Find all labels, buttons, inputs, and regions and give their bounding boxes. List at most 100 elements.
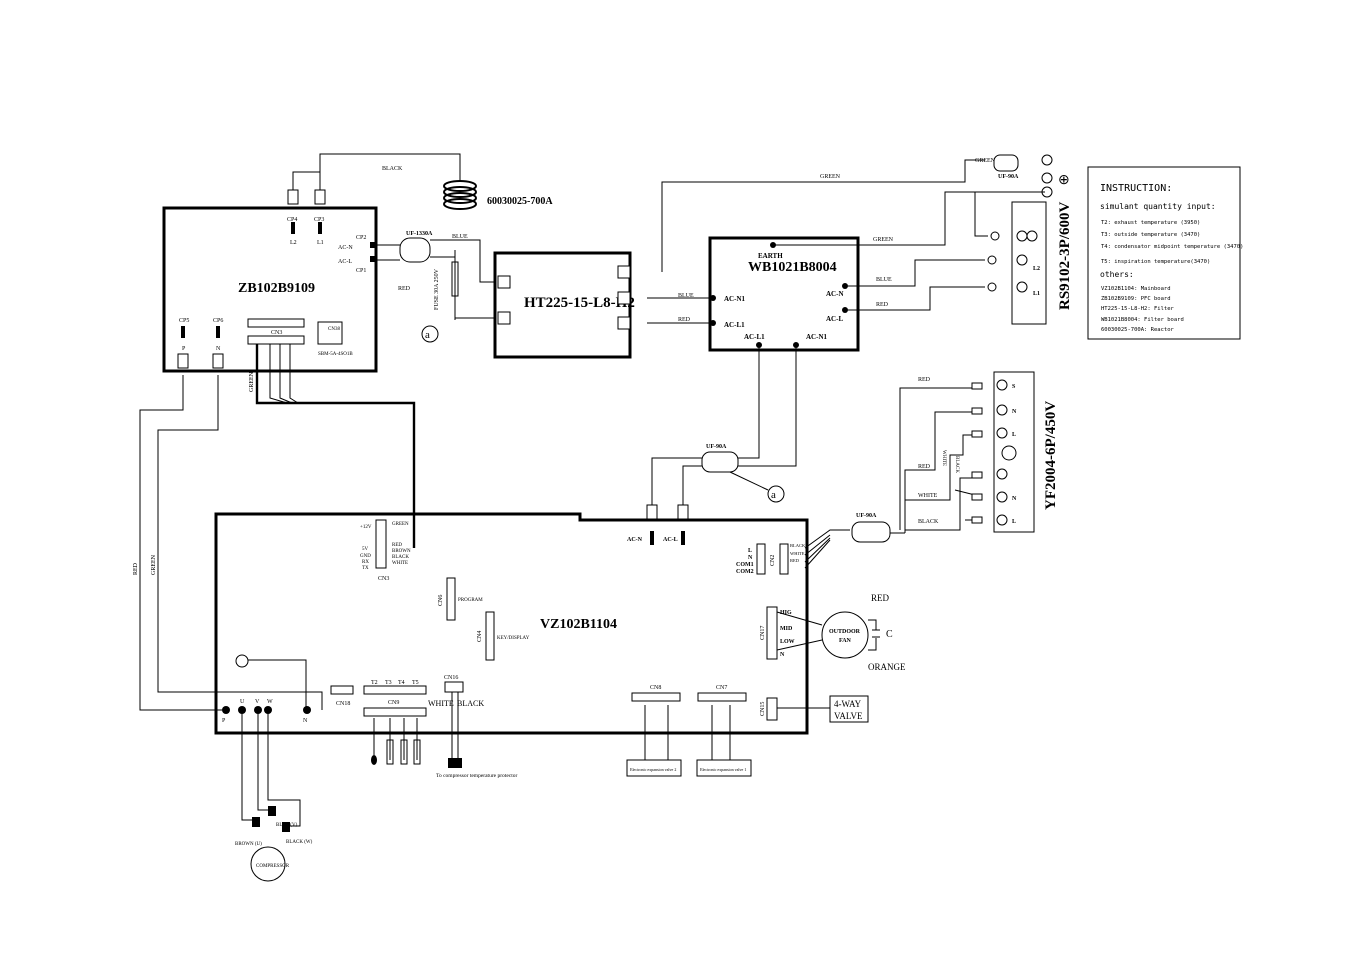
wire-label-red-3: RED xyxy=(876,302,889,308)
signal-term-s: S xyxy=(1012,384,1016,390)
wb-acn1-bot-label: AC-N1 xyxy=(806,333,827,341)
ground-symbol: ⊕ xyxy=(1058,173,1070,188)
cn4-label: CN4 xyxy=(477,631,483,642)
fan-low: LOW xyxy=(780,639,795,645)
wire-label-red-side: RED xyxy=(133,562,139,575)
uf90a-label-mid: UF-90A xyxy=(706,444,727,450)
pfc-p-label: P xyxy=(182,346,186,352)
expansion-valve-2-label: Electronic expansion valve 2 xyxy=(630,767,676,772)
pfc-acn-label: AC-N xyxy=(338,245,353,251)
compressor-label: COMPRESSOR xyxy=(256,864,290,869)
earth-label: EARTH xyxy=(758,252,783,260)
cn18-label: CN18 xyxy=(336,701,350,707)
main-u-label: U xyxy=(240,699,245,705)
pfc-n-label: N xyxy=(216,346,221,352)
wire-label-green-pfc: GREEN xyxy=(249,371,255,392)
main-pin-gnd: GND xyxy=(360,554,371,559)
expansion-valve-2 xyxy=(626,759,682,777)
compressor-black: BLACK (W) xyxy=(286,840,313,845)
t3-label: T3 xyxy=(385,680,392,686)
main-n-label: N xyxy=(303,718,308,724)
fuse xyxy=(451,261,459,297)
main-p-label: P xyxy=(222,718,226,724)
pfc-module-label: SBM-5A-4SO1B xyxy=(318,352,353,357)
wb-acl1-label: AC-L1 xyxy=(724,321,745,329)
uf90a-core-mid xyxy=(701,451,739,473)
expansion-valve-1 xyxy=(696,759,752,777)
wb-acn-out-label: AC-N xyxy=(826,290,844,298)
main-cn3-wire-green: GREEN xyxy=(392,522,409,527)
wb-acl1-bot-label: AC-L1 xyxy=(744,333,765,341)
cn9-label: CN9 xyxy=(388,700,399,706)
wire-label-green-top: GREEN xyxy=(820,174,841,180)
main-cn3-label: CN3 xyxy=(378,576,389,582)
outdoor-fan-label-1: OUTDOOR xyxy=(829,629,861,635)
compressor-blue: BLUE (V) xyxy=(276,823,298,828)
instruction-title: INSTRUCTION: xyxy=(1100,183,1172,194)
instruction-box xyxy=(1087,166,1241,340)
cn2-n: N xyxy=(748,555,753,561)
fuse-label: FUSE 30A 250V xyxy=(434,268,440,310)
compressor-protector-label: To compressor temperature protector xyxy=(436,773,517,779)
signal-term-n1: N xyxy=(1012,409,1017,415)
main-cn3-wire-red: RED xyxy=(392,543,402,548)
filter-wb-title: WB1021B8004 xyxy=(748,260,837,275)
cn6-label: CN6 xyxy=(438,595,444,606)
pfc-cn3-label: CN3 xyxy=(271,330,282,336)
instruction-line-t5: T5: inspiration temperature(3470) xyxy=(1101,259,1210,265)
uf1330a-label: UF-1330A xyxy=(406,231,433,237)
uf90a-core-top xyxy=(993,154,1019,172)
circle-a-2-label: a xyxy=(771,489,776,501)
main-cn3-wire-white: WHITE xyxy=(392,561,408,566)
power-term-l2: L2 xyxy=(1033,266,1040,272)
fan-n: N xyxy=(780,652,785,658)
main-pin-12v: +12V xyxy=(360,525,372,530)
signal-terminal-label: YF2004-6P/450V xyxy=(1043,401,1059,510)
pfc-board-title: ZB102B9109 xyxy=(238,281,315,296)
wire-label-red-1: RED xyxy=(398,286,411,292)
main-w-label: W xyxy=(267,699,273,705)
instruction-subtitle: simulant quantity input: xyxy=(1100,202,1216,211)
wire-label-black-2: BLACK xyxy=(918,519,939,525)
key-display-label: KEY/DISPLAY xyxy=(497,636,530,641)
signal-term-n2: N xyxy=(1012,496,1017,502)
cp5-label: CP5 xyxy=(179,318,189,324)
pfc-acl-label: AC-L xyxy=(338,259,352,265)
main-v-label: V xyxy=(255,699,260,705)
cp1-label: CP1 xyxy=(356,268,366,274)
uf1330a-core xyxy=(399,237,431,263)
main-cn3-wire-brown: BROWN xyxy=(392,549,411,554)
signal-terminal-block xyxy=(993,371,1035,533)
instruction-other-2: ZB102B9109: PFC board xyxy=(1101,296,1171,302)
outdoor-fan-label-2: FAN xyxy=(839,638,852,644)
main-earth-lug xyxy=(235,654,249,668)
main-pin-5v: 5V xyxy=(362,547,369,552)
cp4-label: CP4 xyxy=(287,217,297,223)
cn16-label: CN16 xyxy=(444,675,458,681)
main-acn-label: AC-N xyxy=(627,537,643,543)
wire-label-blue-3: BLUE xyxy=(876,277,892,283)
cn2-com1: COM1 xyxy=(736,562,754,568)
wire-label-red-2: RED xyxy=(678,317,691,323)
instruction-others: others: xyxy=(1100,270,1134,279)
l2-label: L2 xyxy=(290,240,297,246)
wb-acl-out-label: AC-L xyxy=(826,315,843,323)
cn2-com2: COM2 xyxy=(736,569,754,575)
reactor-label: 60030025-700A xyxy=(487,196,553,207)
power-terminal-screws xyxy=(987,230,1038,293)
instruction-other-5: 60030025-700A: Reactor xyxy=(1101,327,1175,333)
t4-label: T4 xyxy=(398,680,405,686)
wire-label-white-2: WHITE xyxy=(941,450,946,466)
instruction-line-t2: T2: exhaust temperature (3950) xyxy=(1101,220,1200,226)
wire-label-green-wb: GREEN xyxy=(873,237,894,243)
instruction-other-3: HT225-15-L8-H2: Filter xyxy=(1101,306,1175,312)
filter-wb-board xyxy=(708,236,860,352)
program-label: PROGRAM xyxy=(458,598,483,603)
uf90a-label-low: UF-90A xyxy=(856,513,877,519)
wire-label-white-1: WHITE xyxy=(918,493,938,499)
cn16-black: BLACK xyxy=(457,699,484,708)
fan-mid: MID xyxy=(780,626,793,632)
cp3-label: CP3 xyxy=(314,217,324,223)
filter-ht-board xyxy=(493,251,632,359)
l1-label: L1 xyxy=(317,240,324,246)
